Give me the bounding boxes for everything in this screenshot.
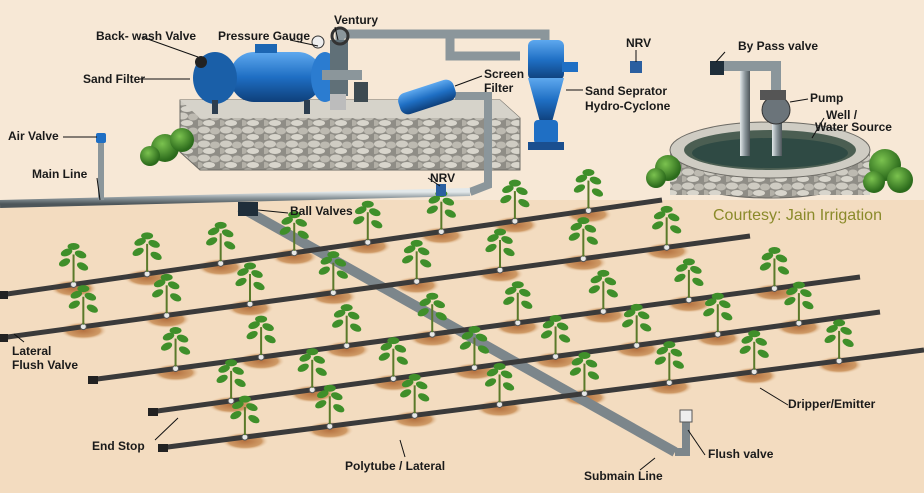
label-sand-separator-2: Hydro-Cyclone (585, 100, 670, 113)
label-main-line: Main Line (32, 168, 87, 181)
label-sand-filter: Sand Filter (83, 73, 145, 86)
filter-platform (180, 100, 520, 170)
label-flush-valve: Flush valve (708, 448, 773, 461)
credit-text: Courtesy: Jain Irrigation (713, 207, 882, 225)
label-ball-valves: Ball Valves (290, 205, 353, 218)
label-nrv-top: NRV (626, 37, 651, 50)
end-stop (148, 408, 158, 416)
label-end-stop: End Stop (92, 440, 145, 453)
label-backwash-valve: Back- wash Valve (96, 30, 196, 43)
label-sand-separator-1: Sand Seprator (585, 85, 667, 98)
label-well-2: Water Source (815, 121, 892, 134)
end-stop (158, 444, 168, 452)
end-stop (0, 334, 8, 342)
label-dripper-emitter: Dripper/Emitter (788, 398, 875, 411)
label-air-valve: Air Valve (8, 130, 59, 143)
label-nrv-main: NRV (430, 172, 455, 185)
label-polytube: Polytube / Lateral (345, 460, 445, 473)
label-lateral-flush-2: Flush Valve (12, 359, 78, 372)
label-pump: Pump (810, 92, 843, 105)
end-stop (88, 376, 98, 384)
label-pressure-gauge: Pressure Gauge (218, 30, 310, 43)
label-ventury: Ventury (334, 14, 378, 27)
label-bypass-valve: By Pass valve (738, 40, 818, 53)
label-screen-filter-2: Filter (484, 82, 513, 95)
end-stop (0, 291, 8, 299)
label-screen-filter-1: Screen (484, 68, 524, 81)
label-submain-line: Submain Line (584, 470, 663, 483)
label-lateral-flush-1: Lateral (12, 345, 51, 358)
